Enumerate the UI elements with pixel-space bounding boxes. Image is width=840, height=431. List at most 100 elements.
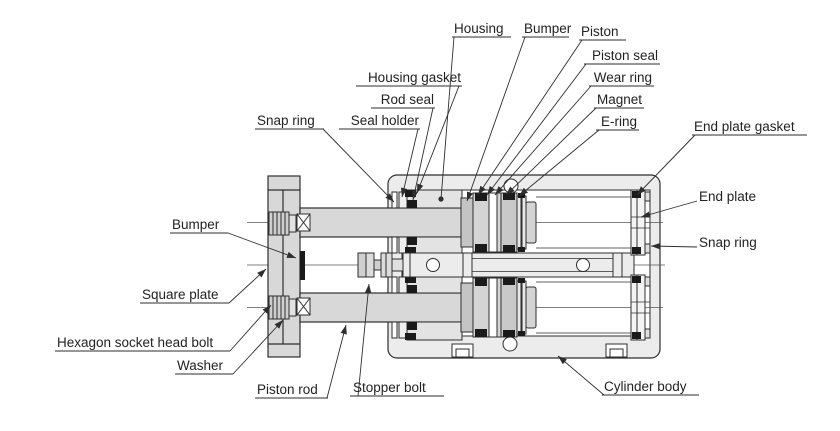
- leader-line: [494, 85, 592, 196]
- label-rod-seal: Rod seal: [371, 92, 435, 201]
- label-end-plate: End plate: [640, 189, 756, 218]
- leader-line: [326, 324, 347, 399]
- label-snap-ring-left: Snap ring: [255, 113, 395, 203]
- stopper-bolt-shape: [357, 252, 404, 278]
- snap-ring-right-shape: [644, 191, 651, 202]
- label-text-piston-seal: Piston seal: [592, 48, 658, 63]
- rod-seal-shape: [407, 200, 417, 208]
- leader-line: [636, 134, 696, 196]
- leader-line: [357, 283, 370, 397]
- label-text-wear-ring: Wear ring: [594, 70, 652, 85]
- leader-arrowhead-icon: [478, 185, 486, 195]
- bottom-mounting-hole: [502, 336, 518, 352]
- center-bar-group: [402, 252, 635, 278]
- label-text-bumper-top: Bumper: [524, 21, 572, 36]
- label-piston-seal: Piston seal: [486, 48, 660, 196]
- leader-arrowhead-icon: [641, 211, 651, 218]
- bumper-left-shape: [300, 251, 305, 280]
- label-text-rod-seal: Rod seal: [381, 92, 434, 107]
- drawing-root: [247, 174, 665, 359]
- leader-arrowhead-icon: [558, 356, 567, 365]
- leader-arrowhead-icon: [262, 305, 271, 314]
- leader-arrowhead-icon: [364, 284, 372, 294]
- washer-top-shape: [288, 214, 297, 233]
- label-text-seal-holder: Seal holder: [351, 113, 420, 128]
- label-text-snap-ring-right: Snap ring: [699, 235, 757, 250]
- bumper-top-shape: [460, 197, 474, 248]
- label-piston-rod: Piston rod: [255, 324, 347, 399]
- label-text-magnet: Magnet: [597, 92, 642, 107]
- label-text-washer: Washer: [177, 358, 224, 373]
- label-text-snap-ring-left: Snap ring: [257, 113, 315, 128]
- e-ring-shape: [516, 195, 522, 250]
- leader-arrowhead-icon: [417, 183, 424, 193]
- leader-line: [322, 128, 395, 203]
- leader-arrowhead-icon: [637, 186, 646, 195]
- leader-line: [640, 200, 698, 218]
- leader-line: [227, 232, 297, 259]
- end-plate-shape: [630, 189, 646, 256]
- bottom-slot-left: [451, 343, 474, 358]
- label-piston: Piston: [477, 24, 626, 196]
- square-plate-shape: [267, 175, 305, 358]
- housing-gasket-shape: [405, 190, 416, 197]
- label-cylinder-body: Cylinder body: [557, 355, 699, 396]
- label-bumper-top: Bumper: [466, 21, 572, 202]
- label-text-stopper-bolt: Stopper bolt: [353, 380, 426, 395]
- label-stopper-bolt: Stopper bolt: [350, 283, 444, 397]
- label-text-cylinder-body: Cylinder body: [604, 379, 687, 394]
- label-text-hexagon-socket-head-bolt: Hexagon socket head bolt: [57, 335, 213, 350]
- leader-arrowhead-icon: [257, 269, 266, 278]
- leader-line: [412, 107, 434, 201]
- label-e-ring: E-ring: [518, 114, 639, 197]
- end-plate-bottom-group: [630, 274, 651, 341]
- label-text-square-plate: Square plate: [142, 287, 219, 302]
- label-seal-holder: Seal holder: [339, 113, 420, 198]
- leader-arrowhead-icon: [466, 191, 474, 201]
- label-washer: Washer: [175, 319, 284, 375]
- leader-arrowhead-icon: [274, 320, 283, 329]
- leader-line: [232, 319, 284, 375]
- label-wear-ring: Wear ring: [494, 70, 654, 196]
- label-magnet: Magnet: [505, 92, 644, 196]
- leader-arrowhead-icon: [411, 190, 419, 200]
- leader-line: [466, 36, 526, 202]
- leader-arrowhead-icon: [400, 187, 408, 197]
- end-plate-gasket-shape: [632, 191, 641, 198]
- leader-dot-icon: [438, 196, 444, 202]
- bolt-top-group: [268, 211, 311, 236]
- leader-arrowhead-icon: [651, 242, 661, 250]
- leader-arrowhead-icon: [487, 185, 495, 195]
- leader-line: [486, 63, 587, 196]
- leader-line: [401, 128, 419, 198]
- washer-bottom-shape: [288, 298, 297, 317]
- leader-line: [416, 85, 460, 194]
- label-text-piston: Piston: [581, 24, 619, 39]
- leader-arrowhead-icon: [286, 251, 296, 258]
- label-snap-ring-right: Snap ring: [650, 235, 757, 250]
- leader-line: [477, 39, 583, 196]
- leader-line: [505, 107, 597, 196]
- leader-arrowhead-icon: [385, 193, 394, 202]
- bolt-bottom-group: [268, 295, 311, 320]
- leader-line: [557, 355, 605, 396]
- housing-bottom-group: [391, 276, 463, 341]
- wear-ring-shape: [488, 192, 498, 253]
- piston-rod-top-shape: [299, 207, 475, 238]
- leader-line: [229, 304, 272, 352]
- label-text-end-plate-gasket: End plate gasket: [694, 119, 795, 134]
- label-text-e-ring: E-ring: [601, 114, 637, 129]
- piston-bottom-group: [460, 277, 631, 338]
- piston-rod-bottom-shape: [299, 292, 475, 323]
- piston-seal-shape: [475, 193, 487, 201]
- label-text-piston-rod: Piston rod: [257, 382, 318, 397]
- label-housing-gasket: Housing gasket: [356, 70, 462, 194]
- label-text-housing: Housing: [454, 21, 504, 36]
- label-housing: Housing: [438, 21, 511, 202]
- leader-line: [440, 36, 455, 200]
- leader-arrowhead-icon: [519, 187, 528, 196]
- label-text-housing-gasket: Housing gasket: [368, 70, 461, 85]
- leader-arrowhead-icon: [340, 325, 347, 335]
